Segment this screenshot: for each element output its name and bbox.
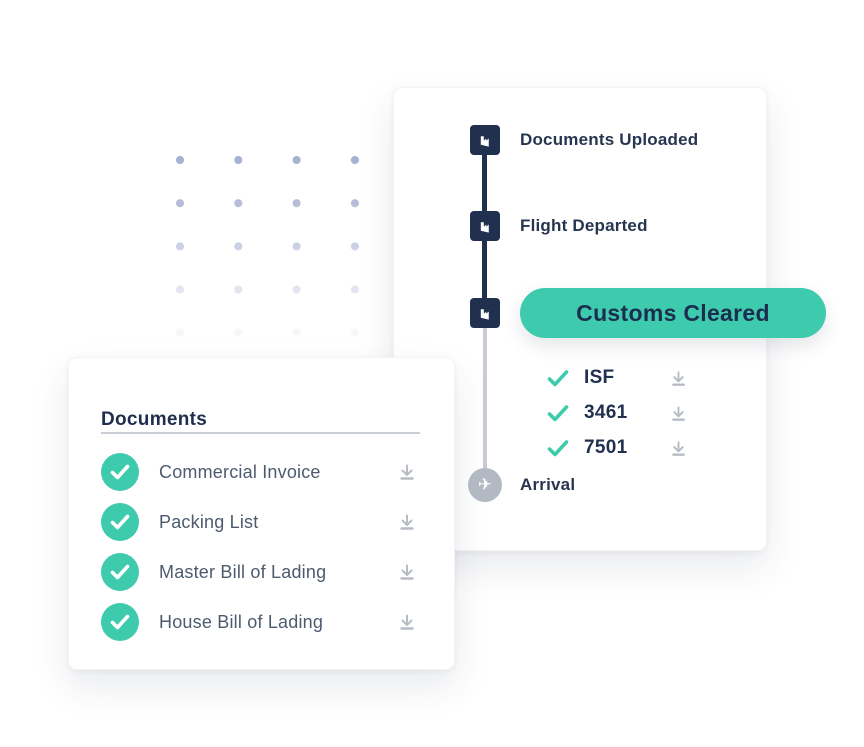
document-label: Packing List [159,511,259,532]
document-row: Commercial Invoice [101,453,321,491]
airplane-icon: ✈ [468,468,502,502]
check-icon [547,440,569,457]
check-circle-icon [101,503,139,541]
download-icon [671,405,685,421]
download-icon [400,614,414,630]
document-row: Packing List [101,503,258,541]
customs-doc-row: ISF [546,366,614,390]
customs-doc-label: ISF [584,367,615,388]
documents-card-title: Documents [101,408,208,430]
customs-doc-row: 7501 [546,436,627,460]
check-icon [547,370,569,387]
factory-icon [470,125,500,155]
document-label: Commercial Invoice [159,461,321,482]
factory-icon [470,211,500,241]
documents-card: Documents Commercial Invoice Packing Lis… [68,357,455,670]
download-icon [400,464,414,480]
customs-doc-label: 3461 [584,402,628,423]
shipment-timeline-card: Documents Uploaded Flight Departed Custo… [393,87,826,551]
download-icon [671,440,685,456]
check-icon [547,405,569,422]
document-row: House Bill of Lading [101,603,323,641]
customs-doc-row: 3461 [546,401,627,425]
timeline-step-label: Flight Departed [520,216,648,235]
download-icon [671,370,685,386]
document-row: Master Bill of Lading [101,553,326,591]
check-circle-icon [101,603,139,641]
customs-cleared-pill[interactable]: Customs Cleared [520,288,826,338]
timeline-step-label: Arrival [520,475,576,494]
download-button[interactable] [666,401,690,425]
download-icon [400,514,414,530]
download-button[interactable] [395,560,419,584]
download-button[interactable] [395,460,419,484]
customs-doc-label: 7501 [584,437,628,458]
download-button[interactable] [395,510,419,534]
download-button[interactable] [395,610,419,634]
check-circle-icon [101,553,139,591]
download-icon [400,564,414,580]
timeline-step-label: Documents Uploaded [520,130,699,149]
document-label: House Bill of Lading [159,611,324,632]
timeline-line-pending [483,320,487,472]
download-button[interactable] [666,366,690,390]
check-circle-icon [101,453,139,491]
document-label: Master Bill of Lading [159,561,327,582]
dot-grid-decoration [176,156,363,338]
download-button[interactable] [666,436,690,460]
divider [101,432,420,434]
factory-icon [470,298,500,328]
